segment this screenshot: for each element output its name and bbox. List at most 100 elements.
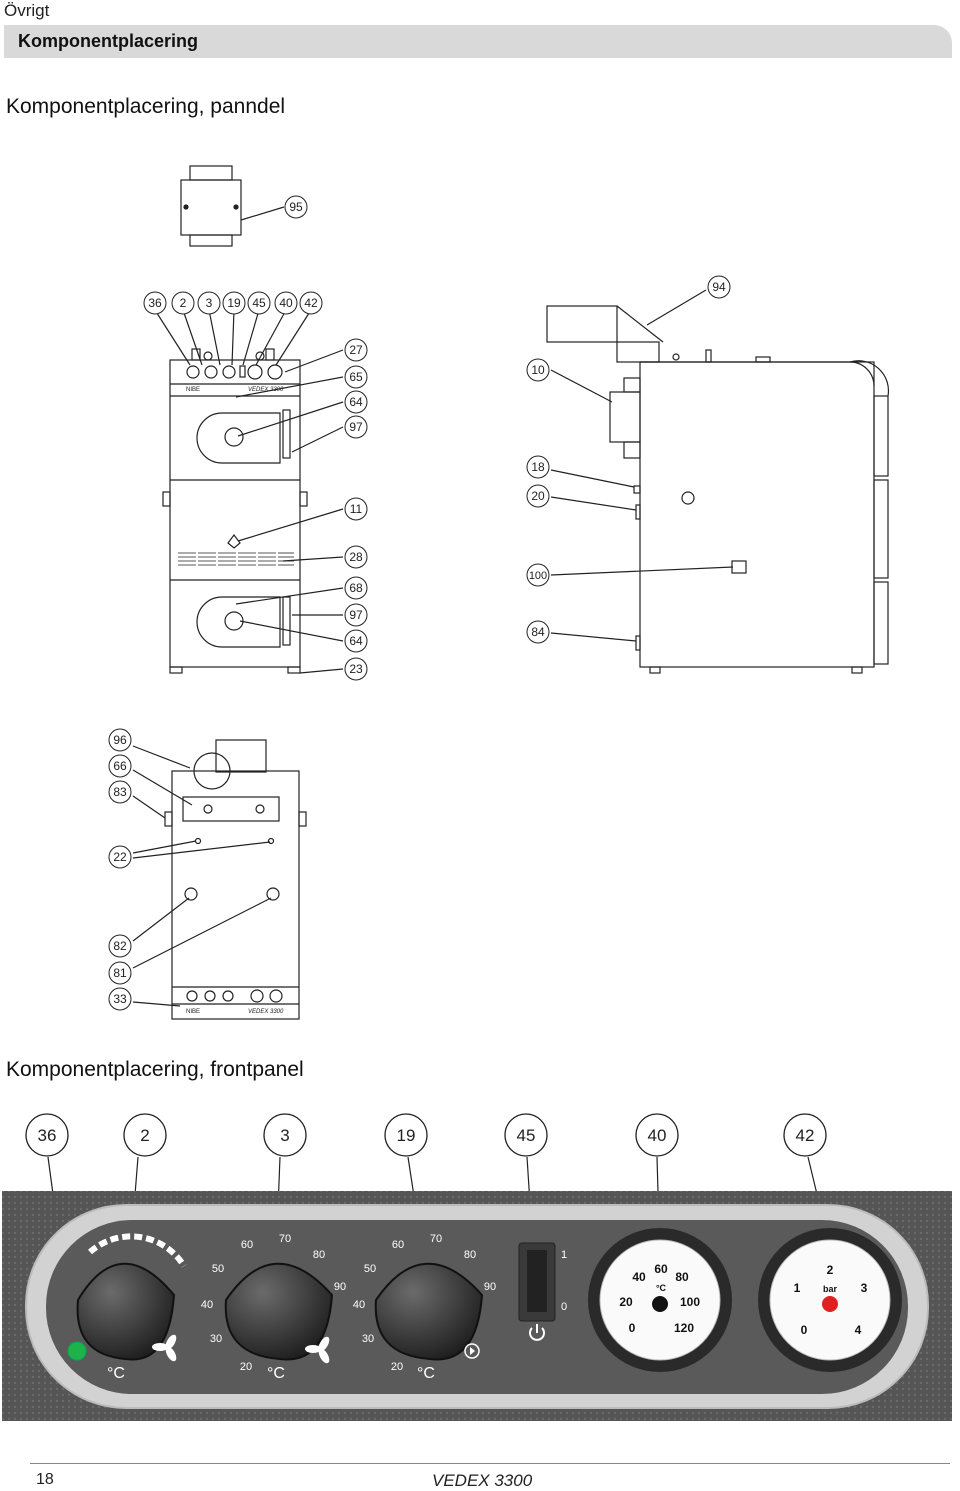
main-switch[interactable] [527,1250,547,1312]
svg-text:27: 27 [349,343,363,357]
callout-11: 11 [344,497,368,521]
callout-front-2: 2 [171,291,195,315]
svg-text:10: 10 [531,363,545,377]
thermometer-gauge: 0 20 40 60 80 100 120 °C [588,1228,732,1372]
callout-83: 83 [108,780,132,804]
svg-text:100: 100 [529,570,547,582]
svg-text:70: 70 [279,1233,291,1245]
callout-23: 23 [344,657,368,681]
footer-model: VEDEX 3300 [432,1471,533,1490]
callout-33: 33 [108,987,132,1011]
callout-front-45: 45 [247,291,271,315]
svg-text:83: 83 [113,785,127,799]
title-bar-text: Komponentplacering [18,31,199,51]
svg-text:60: 60 [392,1239,404,1251]
svg-text:20: 20 [619,1295,633,1309]
svg-text:90: 90 [484,1281,496,1293]
callout-28: 28 [344,545,368,569]
fan-icon-2 [305,1336,330,1364]
svg-text:60: 60 [654,1262,668,1276]
callout-95: 95 [284,195,308,219]
svg-text:42: 42 [796,1126,815,1145]
svg-text:20: 20 [531,489,545,503]
svg-text:84: 84 [531,625,545,639]
svg-text:120: 120 [674,1321,694,1335]
panel-callout-36: 36 [25,1113,69,1157]
heading-panndel: Komponentplacering, panndel [6,95,286,118]
svg-text:2: 2 [140,1126,149,1145]
callout-81: 81 [108,961,132,985]
callout-94: 94 [707,275,731,299]
boiler-back-brand: NIBE [186,1009,200,1015]
callout-20: 20 [526,484,550,508]
callout-97a: 97 [344,415,368,439]
callout-65: 65 [344,365,368,389]
switch-on-label: 1 [561,1249,567,1261]
page-number: 18 [36,1471,54,1488]
svg-text:90: 90 [334,1281,346,1293]
callout-18: 18 [526,455,550,479]
svg-text:2: 2 [180,296,187,310]
boiler-back-model: VEDEX 3300 [248,1009,284,1015]
svg-text:22: 22 [113,850,127,864]
svg-text:1: 1 [794,1281,801,1295]
dial-19-group: 30 40 50 60 70 80 90 20 °C [353,1233,496,1382]
callout-64b: 64 [344,629,368,653]
callout-100: 100 [526,563,550,587]
svg-text:66: 66 [113,759,127,773]
svg-text:28: 28 [349,550,363,564]
footer-divider [30,1463,950,1464]
dial-2-group: °C [67,1233,187,1382]
dial-3-unit: °C [417,1365,435,1382]
title-bar: Komponentplacering [4,25,952,58]
callout-27: 27 [344,338,368,362]
svg-text:3: 3 [861,1281,868,1295]
svg-text:18: 18 [531,460,545,474]
svg-text:64: 64 [349,634,363,648]
svg-text:40: 40 [279,296,293,310]
boiler-brand: NIBE [186,387,200,393]
svg-text:96: 96 [113,733,127,747]
svg-text:3: 3 [280,1126,289,1145]
callout-front-42: 42 [299,291,323,315]
pressure-gauge: 0 1 2 3 4 bar [758,1228,902,1372]
panel-callout-42: 42 [783,1113,827,1157]
callout-66: 66 [108,754,132,778]
knob-19[interactable] [374,1262,484,1361]
play-icon [464,1343,480,1359]
knob-2[interactable] [76,1262,176,1361]
svg-text:bar: bar [823,1284,838,1294]
panel-callout-19: 19 [384,1113,428,1157]
svg-text:33: 33 [113,992,127,1006]
svg-text:36: 36 [38,1126,57,1145]
led-indicator [67,1341,87,1361]
svg-text:40: 40 [353,1299,365,1311]
panel-callout-45: 45 [504,1113,548,1157]
callout-96: 96 [108,728,132,752]
svg-text:2: 2 [827,1263,834,1277]
dial-2-unit: °C [267,1365,285,1382]
svg-text:80: 80 [313,1249,325,1261]
boiler-model: VEDEX 3300 [248,387,284,393]
svg-text:30: 30 [210,1333,222,1345]
main-switch-group: 1 0 [518,1242,567,1341]
dial-1-unit: °C [107,1365,125,1382]
panel-callout-2: 2 [123,1113,167,1157]
svg-text:95: 95 [289,200,303,214]
svg-text:23: 23 [349,662,363,676]
svg-text:40: 40 [201,1299,213,1311]
heading-frontpanel: Komponentplacering, frontpanel [6,1058,304,1081]
callout-68: 68 [344,576,368,600]
knob-3[interactable] [224,1262,334,1361]
svg-text:70: 70 [430,1233,442,1245]
svg-text:40: 40 [648,1126,667,1145]
svg-text:3: 3 [206,296,213,310]
svg-text:82: 82 [113,939,127,953]
svg-text:97: 97 [349,420,363,434]
svg-text:4: 4 [855,1323,862,1337]
svg-text:94: 94 [712,280,726,294]
callout-82: 82 [108,934,132,958]
callout-front-40: 40 [274,291,298,315]
svg-text:64: 64 [349,395,363,409]
fan-icon [152,1334,177,1362]
